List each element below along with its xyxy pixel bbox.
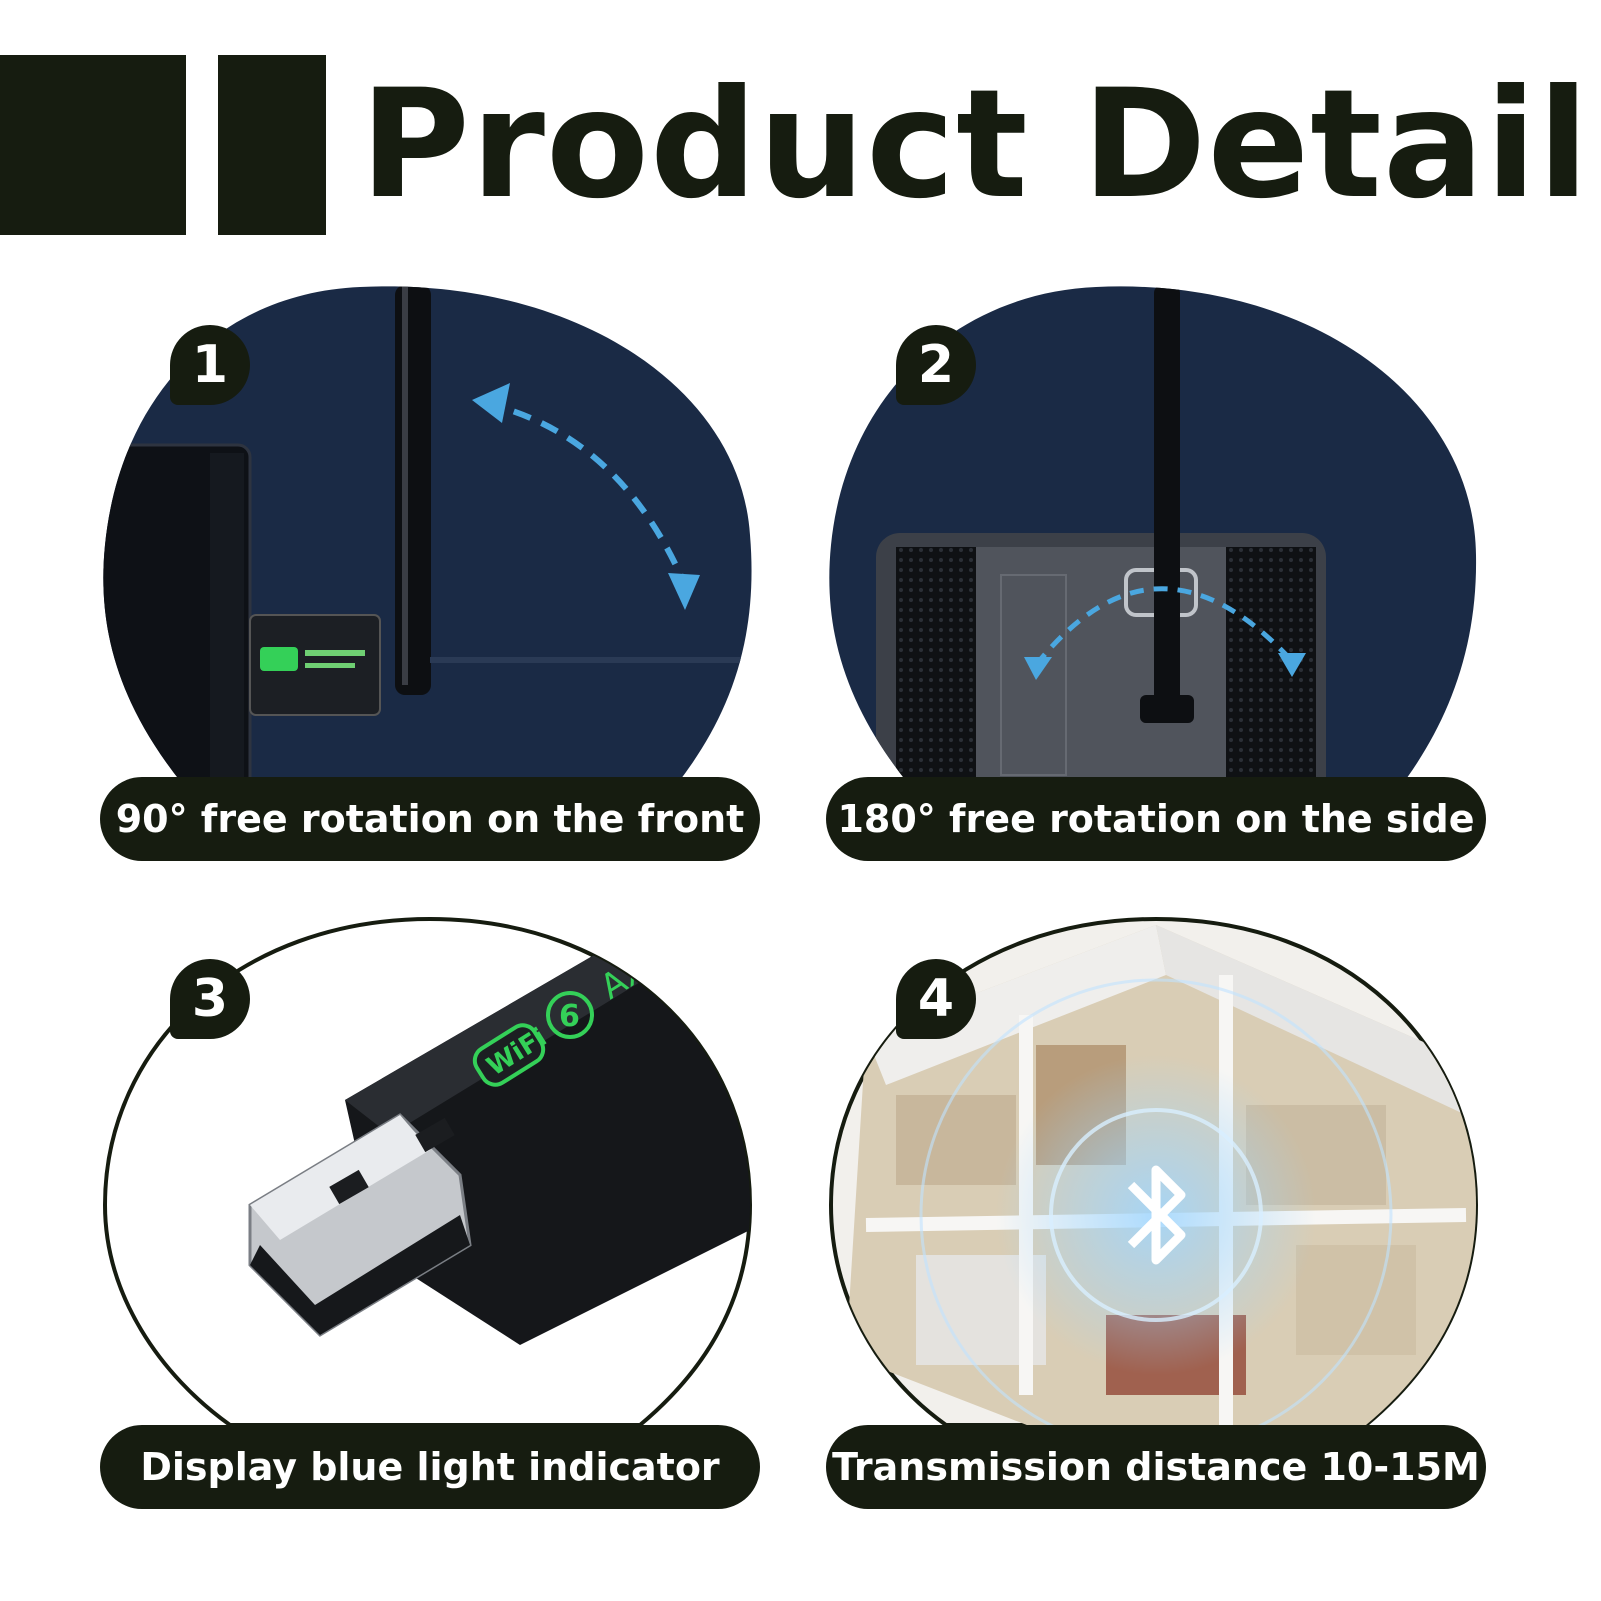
page-title: Product Detail — [360, 58, 1590, 232]
caption-side-rotation: 180° free rotation on the side — [826, 777, 1486, 861]
panel-front-rotation: 1 90° free rotation on the front — [100, 285, 760, 925]
bluetooth-icon — [1127, 1165, 1186, 1265]
caption-front-rotation: 90° free rotation on the front — [100, 777, 760, 861]
step-badge-1: 1 — [170, 325, 250, 405]
panel-transmission-distance: 4 Transmission distance 10-15M — [826, 915, 1486, 1555]
step-badge-3: 3 — [170, 959, 250, 1039]
header-block-right — [218, 55, 326, 235]
caption-blue-light: Display blue light indicator — [100, 1425, 760, 1509]
home-coverage-illustration — [828, 916, 1479, 1427]
usb-adapter-illustration: WiFi 6 AX — [102, 916, 753, 1427]
step-badge-4: 4 — [896, 959, 976, 1039]
panel-side-rotation: 2 180° free rotation on the side — [826, 285, 1486, 925]
header-block-left — [0, 55, 186, 235]
step-badge-2: 2 — [896, 325, 976, 405]
caption-transmission-distance: Transmission distance 10-15M — [826, 1425, 1486, 1509]
side-rotation-illustration — [829, 286, 1477, 806]
panel-blue-light: WiFi 6 AX 3 Display blue light indicator — [100, 915, 760, 1555]
front-rotation-illustration — [103, 286, 752, 805]
wifi-generation-text: 6 — [559, 999, 580, 1034]
